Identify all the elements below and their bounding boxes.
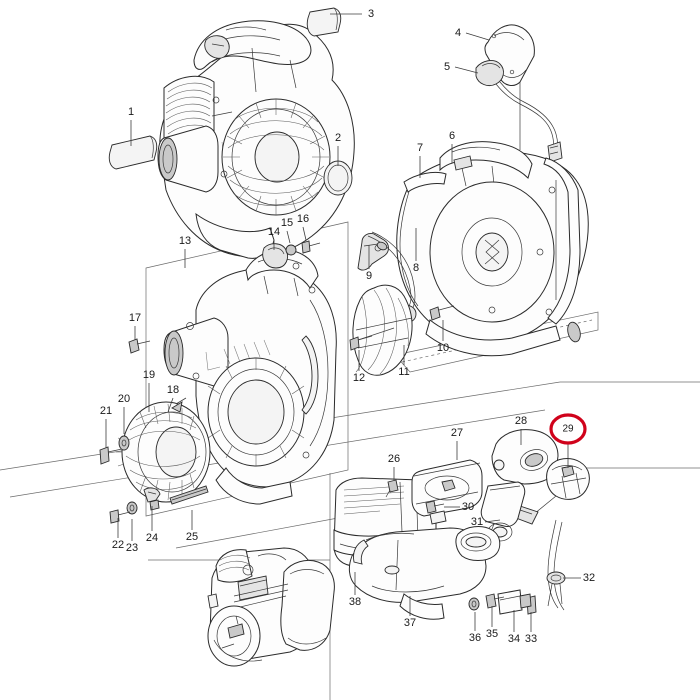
part-14-grommet: [262, 243, 288, 269]
callout-number-17[interactable]: 17: [129, 312, 141, 324]
callout-number-36[interactable]: 36: [469, 632, 481, 644]
callout-number-32[interactable]: 32: [583, 572, 595, 584]
part-17-bolt: [128, 338, 151, 354]
part-20-washer: [118, 435, 130, 451]
part-15-nut: [285, 244, 297, 256]
part-24-clip: [143, 487, 161, 511]
part-3-cap: [306, 7, 342, 37]
part-16-screw: [301, 240, 321, 254]
callout-number-19[interactable]: 19: [143, 369, 155, 381]
part-23-washer: [126, 501, 138, 515]
part-12-bolt: [349, 335, 373, 351]
crankcase-and-starter-assembly: [99, 240, 337, 524]
part-2-seal: [323, 160, 353, 196]
part-26-screw: [385, 479, 399, 498]
callout-leader-5: [454, 66, 479, 74]
callout-number-11[interactable]: 11: [398, 366, 409, 378]
callout-number-18[interactable]: 18: [167, 384, 179, 396]
part-29-fuel-cap: [515, 458, 590, 525]
callout-number-35[interactable]: 35: [486, 628, 498, 640]
callout-number-31[interactable]: 31: [471, 516, 483, 528]
callout-number-6[interactable]: 6: [449, 130, 455, 142]
callout-number-9[interactable]: 9: [366, 270, 372, 282]
callout-number-8[interactable]: 8: [413, 262, 419, 274]
callout-number-1[interactable]: 1: [128, 106, 134, 118]
callout-number-4[interactable]: 4: [455, 27, 461, 39]
callout-number-27[interactable]: 27: [451, 427, 463, 439]
callout-number-22[interactable]: 22: [112, 539, 124, 551]
part-28-insulator: [491, 429, 559, 485]
part-9-lever: [357, 233, 389, 271]
callout-leader-31: [484, 519, 501, 523]
highlight-ring-part-29: [549, 413, 587, 445]
callout-number-28[interactable]: 28: [515, 415, 527, 427]
callout-number-24[interactable]: 24: [146, 532, 158, 544]
fuel-tank-assembly: [333, 429, 590, 620]
part-22-bolt: [109, 509, 131, 524]
callout-number-25[interactable]: 25: [186, 531, 198, 543]
part-25-shaft: [169, 485, 209, 505]
part-31-filter: [480, 481, 526, 542]
part-32-fuel-line: [546, 519, 566, 611]
callout-number-15[interactable]: 15: [281, 217, 293, 229]
part-11-impeller: [351, 284, 413, 376]
part-30-screw: [425, 500, 445, 514]
callout-leader-16: [302, 226, 307, 241]
callout-number-5[interactable]: 5: [444, 61, 450, 73]
engine-unit: [207, 547, 335, 667]
callout-number-33[interactable]: 33: [525, 633, 537, 645]
callout-leader-15: [286, 230, 291, 244]
part-1-cap: [108, 135, 158, 170]
part-10-bolt: [429, 305, 455, 321]
callout-number-12[interactable]: 12: [353, 372, 365, 384]
callout-leader-4: [465, 32, 490, 41]
callout-number-20[interactable]: 20: [118, 393, 130, 405]
callout-number-10[interactable]: 10: [437, 342, 449, 354]
callout-number-29[interactable]: 29: [562, 424, 574, 435]
callout-number-7[interactable]: 7: [417, 142, 423, 154]
callout-number-13[interactable]: 13: [179, 235, 191, 247]
blower-housing-assembly: [157, 20, 355, 259]
part-19-flywheel: [116, 401, 211, 503]
callout-number-26[interactable]: 26: [388, 453, 400, 465]
callout-number-21[interactable]: 21: [100, 405, 112, 417]
callout-number-14[interactable]: 14: [268, 226, 280, 238]
callout-number-30[interactable]: 30: [462, 501, 474, 513]
part-21-bolt: [99, 446, 123, 465]
callout-number-38[interactable]: 38: [349, 596, 361, 608]
part-27-cover: [411, 459, 483, 525]
callout-leader-18: [167, 397, 174, 413]
handle-and-cable-assembly: [447, 24, 563, 175]
callout-leader-lines: [105, 13, 581, 632]
callout-number-3[interactable]: 3: [368, 8, 374, 20]
callout-number-16[interactable]: 16: [297, 213, 309, 225]
fan-and-volute-assembly: [349, 141, 589, 376]
part-34-block: [497, 589, 532, 615]
callout-number-2[interactable]: 2: [335, 132, 341, 144]
part-35-bolt: [485, 593, 505, 609]
part-36-washer: [468, 597, 480, 611]
callout-number-23[interactable]: 23: [126, 542, 138, 554]
callout-number-37[interactable]: 37: [404, 617, 416, 629]
callout-number-34[interactable]: 34: [508, 633, 520, 645]
